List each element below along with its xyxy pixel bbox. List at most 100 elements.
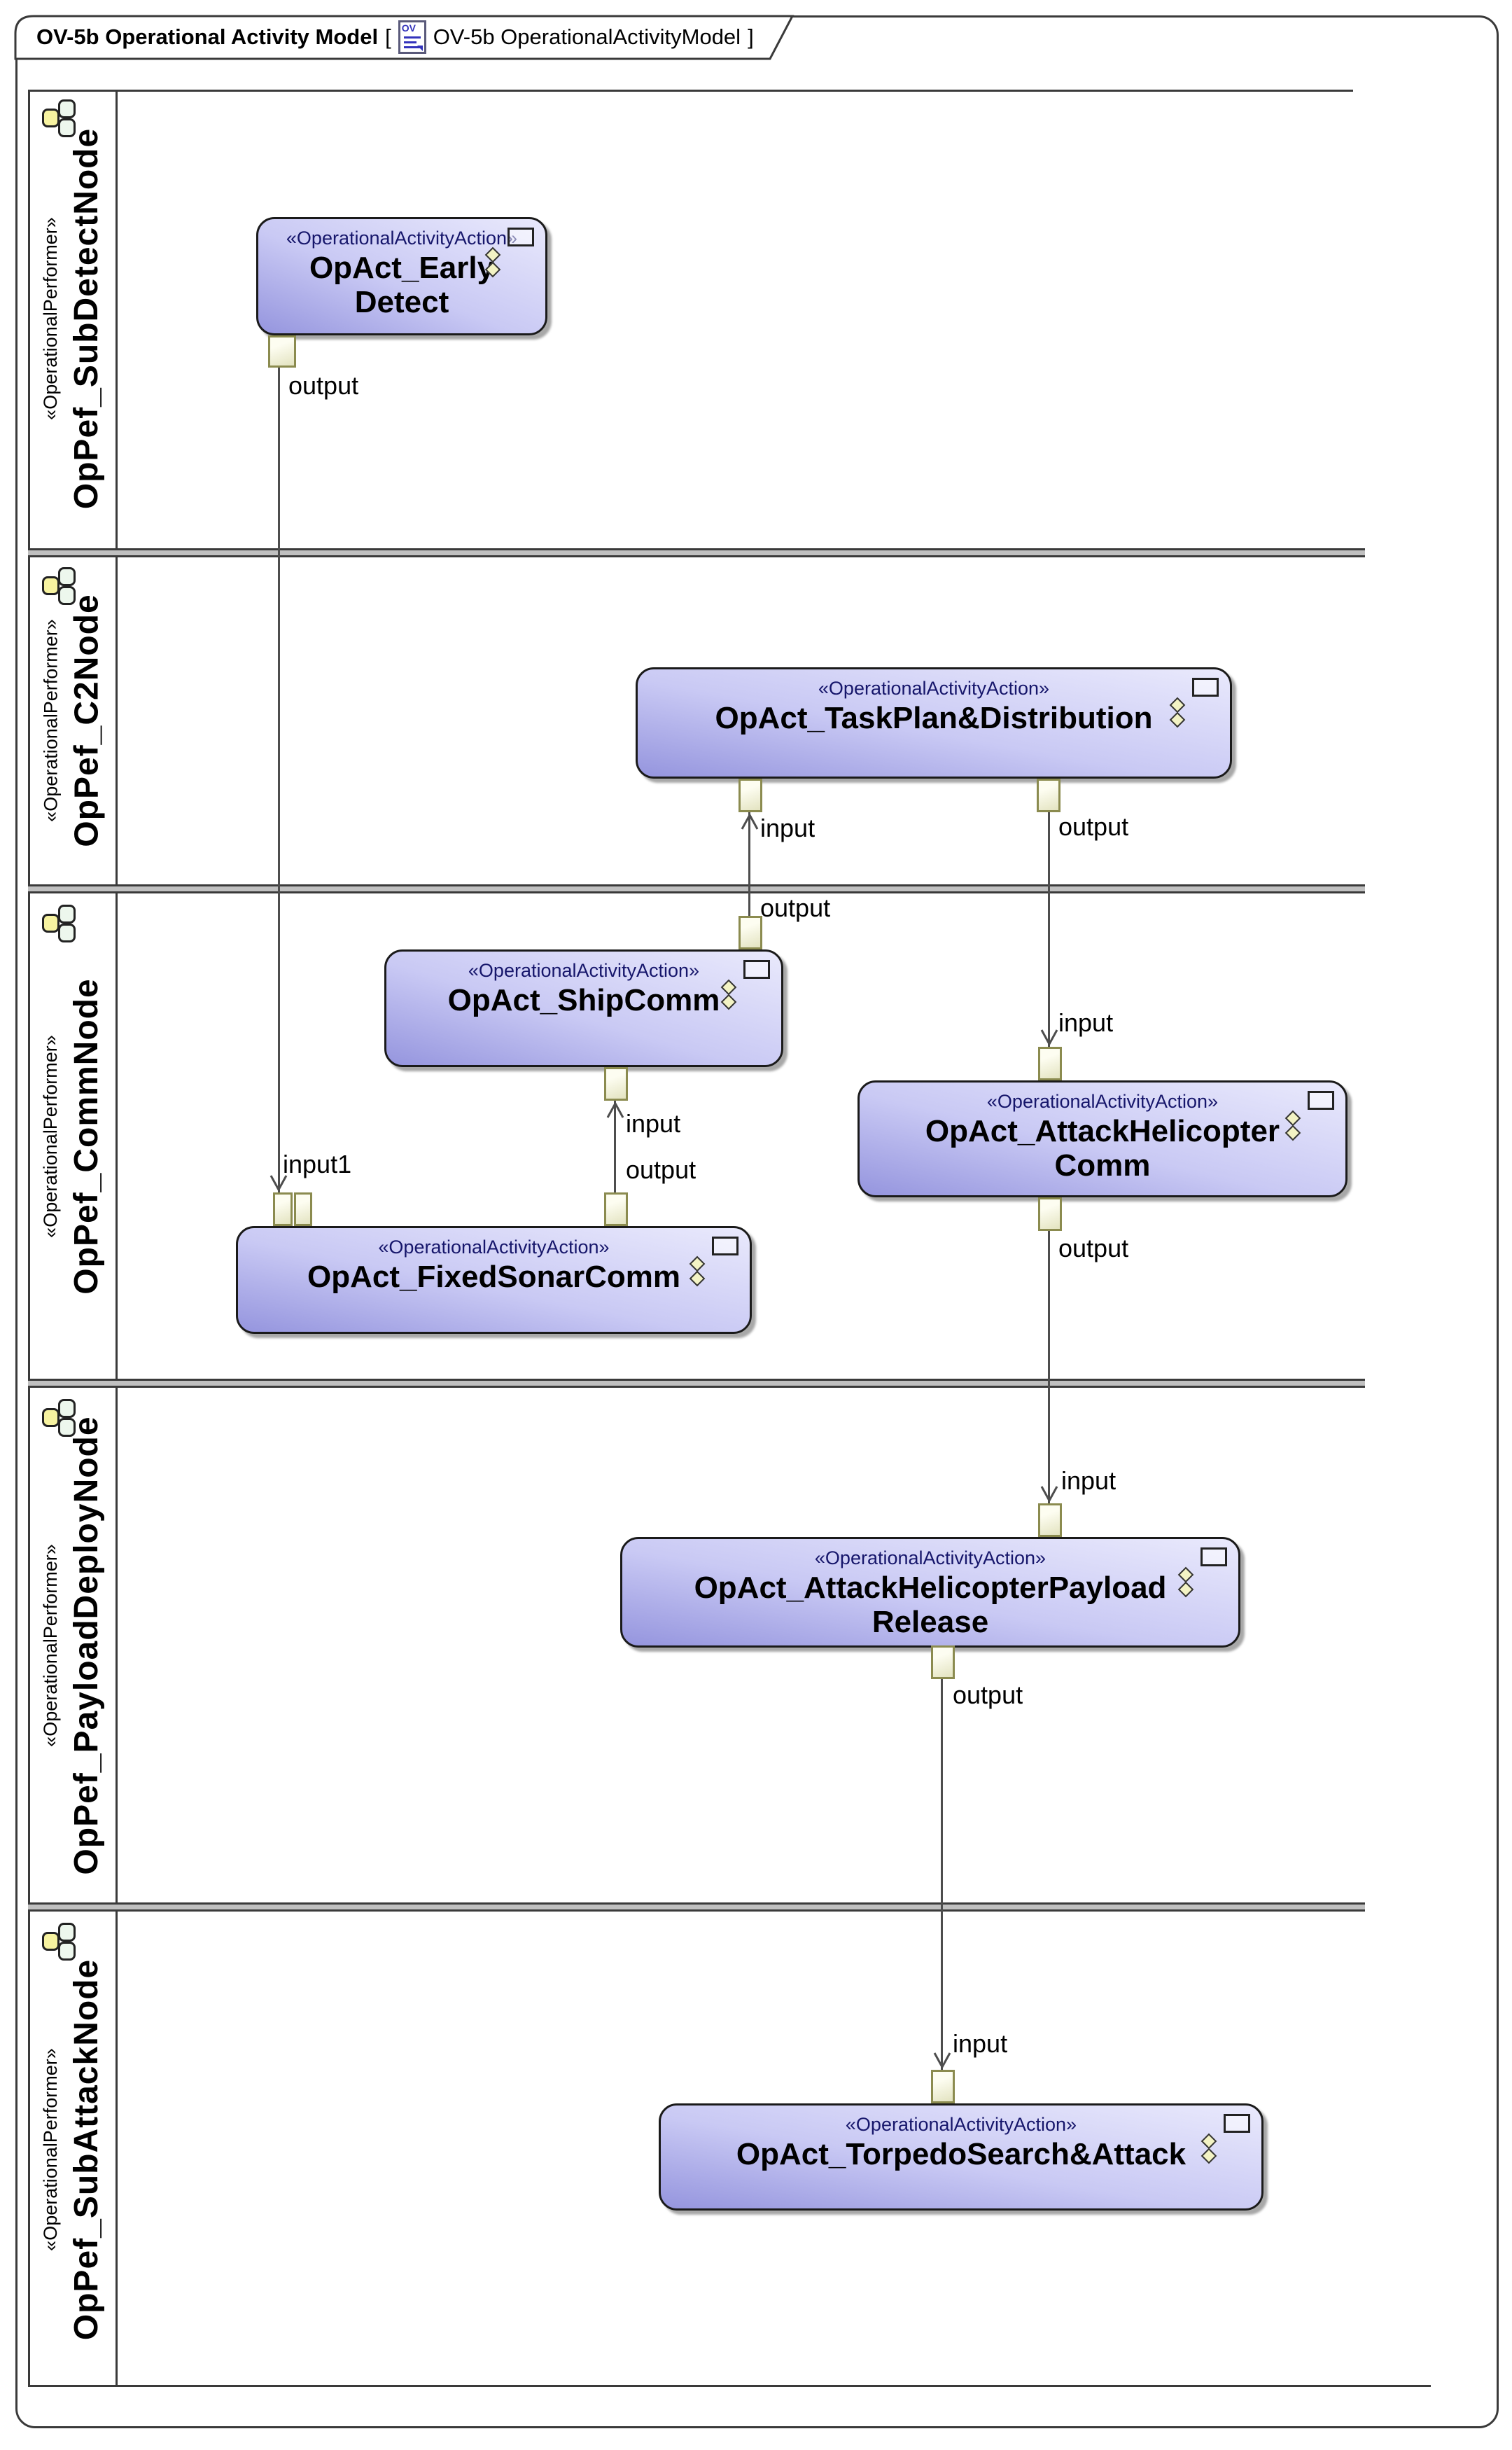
navigation-diamonds-icon (688, 1255, 708, 1290)
node-name: OpAct_Early Detect (309, 251, 495, 320)
pin-helicoptercomm-output[interactable] (1038, 1197, 1062, 1231)
lane-name: OpPef_C2Node (68, 594, 106, 847)
pin-shipcomm-output[interactable] (738, 916, 762, 949)
performer-icon (42, 1923, 80, 1963)
flow-earlydetect-to-fixedsonar[interactable] (278, 368, 280, 1192)
lane-separator[interactable] (28, 884, 1365, 893)
pin-helicoptercomm-input[interactable] (1038, 1047, 1062, 1080)
performer-icon (42, 99, 80, 140)
node-opact-attackhelicoptercomm[interactable]: «OperationalActivityAction» OpAct_Attack… (858, 1080, 1348, 1197)
flow-shipcomm-to-taskplan[interactable] (748, 812, 750, 916)
diagram-frame (15, 15, 1499, 2428)
pin-label[interactable]: output (1058, 1234, 1129, 1262)
node-opact-earlydetect[interactable]: «OperationalActivityAction» OpAct_Early … (256, 217, 547, 335)
pin-label[interactable]: input1 (283, 1150, 352, 1178)
pin-label[interactable]: output (1058, 812, 1129, 841)
lane-stereotype: «OperationalPerformer» (40, 2048, 61, 2251)
rake-indicator-icon (1308, 1091, 1334, 1110)
arrowhead-down (933, 2052, 951, 2068)
pin-shipcomm-input[interactable] (604, 1067, 628, 1101)
lane-header-subattacknode[interactable]: «OperationalPerformer» OpPef_SubAttackNo… (30, 1916, 115, 2383)
lane-top-border (28, 90, 1353, 92)
pin-label[interactable]: input (626, 1109, 681, 1138)
node-stereotype: «OperationalActivityAction» (286, 228, 518, 249)
flow-payloadrelease-to-torpedo[interactable] (941, 1679, 943, 2070)
lane-separator[interactable] (28, 1379, 1365, 1388)
pin-fixedsonar-input1b[interactable] (294, 1192, 312, 1226)
lane-header-divider (115, 90, 118, 2387)
node-name: OpAct_AttackHelicopter Comm (925, 1114, 1280, 1183)
lane-stereotype: «OperationalPerformer» (40, 619, 62, 822)
pin-label[interactable]: input (1058, 1008, 1114, 1037)
navigation-diamonds-icon (1177, 1566, 1196, 1601)
rake-indicator-icon (1200, 1547, 1227, 1566)
arrowhead-down (270, 1175, 288, 1191)
pin-label[interactable]: input (760, 814, 816, 842)
pin-label[interactable]: output (288, 371, 359, 400)
pin-label[interactable]: output (760, 893, 831, 922)
lane-bottom-border (28, 2385, 1431, 2387)
lane-separator[interactable] (28, 548, 1365, 557)
node-opact-attackhelicopterpayloadrelease[interactable]: «OperationalActivityAction» OpAct_Attack… (620, 1537, 1240, 1648)
node-name: OpAct_AttackHelicopterPayload Release (694, 1571, 1167, 1640)
pin-label[interactable]: input (953, 2029, 1008, 2058)
bracket-open: [ (385, 25, 391, 49)
pin-earlydetect-output[interactable] (268, 335, 296, 368)
node-opact-torpedosearch-attack[interactable]: «OperationalActivityAction» OpAct_Torped… (659, 2103, 1264, 2211)
lane-stereotype: «OperationalPerformer» (40, 217, 61, 420)
pin-label[interactable]: output (626, 1155, 696, 1184)
pin-fixedsonar-input1[interactable] (273, 1192, 293, 1226)
arrowhead-down (1040, 1486, 1058, 1502)
arrowhead-up (606, 1102, 624, 1118)
lane-name: OpPef_PayloadDeployNode (68, 1416, 105, 1875)
pin-payloadrelease-input[interactable] (1038, 1503, 1062, 1537)
lane-separator[interactable] (28, 1902, 1365, 1912)
node-stereotype: «OperationalActivityAction» (814, 1547, 1046, 1568)
lane-header-c2node[interactable]: «OperationalPerformer» OpPef_C2Node (31, 561, 116, 881)
node-stereotype: «OperationalActivityAction» (818, 678, 1050, 699)
node-stereotype: «OperationalActivityAction» (986, 1091, 1219, 1112)
node-stereotype: «OperationalActivityAction» (468, 960, 700, 981)
diagram-title-bar[interactable]: OV-5b Operational Activity Model [ OV OV… (36, 20, 754, 54)
lane-header-commnode[interactable]: «OperationalPerformer» OpPef_CommNode (30, 898, 115, 1375)
navigation-diamonds-icon (1168, 697, 1188, 731)
pin-payloadrelease-output[interactable] (931, 1645, 955, 1679)
node-opact-taskplan-distribution[interactable]: «OperationalActivityAction» OpAct_TaskPl… (636, 667, 1232, 779)
node-name: OpAct_FixedSonarComm (307, 1260, 680, 1294)
lane-stereotype: «OperationalPerformer» (40, 1035, 61, 1238)
lane-name: OpPef_SubAttackNode (68, 1958, 105, 2341)
node-name: OpAct_ShipComm (447, 983, 720, 1017)
rake-indicator-icon (712, 1237, 738, 1255)
diagram-ref: OV-5b OperationalActivityModel (433, 25, 741, 49)
lane-left-border (28, 90, 30, 2387)
flow-fixedsonar-to-shipcomm[interactable] (614, 1101, 616, 1192)
flow-helicoptercomm-to-payloadrelease[interactable] (1048, 1231, 1050, 1503)
pin-label[interactable]: input (1061, 1466, 1116, 1495)
node-opact-shipcomm[interactable]: «OperationalActivityAction» OpAct_ShipCo… (384, 949, 783, 1067)
pin-label[interactable]: output (953, 1680, 1023, 1709)
lane-header-subdetectnode[interactable]: «OperationalPerformer» OpPef_SubDetectNo… (30, 93, 115, 544)
node-stereotype: «OperationalActivityAction» (845, 2114, 1077, 2135)
navigation-diamonds-icon (1200, 2133, 1219, 2167)
flow-taskplan-to-helicoptercomm[interactable] (1048, 812, 1050, 1047)
pin-taskplan-input[interactable] (738, 779, 762, 812)
rake-indicator-icon (1224, 2114, 1250, 2133)
pin-taskplan-output[interactable] (1037, 779, 1060, 812)
rake-indicator-icon (1192, 678, 1219, 697)
ov-diagram-icon: OV (398, 20, 426, 54)
performer-icon (42, 1399, 80, 1440)
lane-header-payloaddeploynode[interactable]: «OperationalPerformer» OpPef_PayloadDepl… (30, 1392, 115, 1899)
lane-name: OpPef_CommNode (68, 978, 105, 1295)
node-name: OpAct_TaskPlan&Distribution (715, 701, 1153, 735)
pin-torpedo-input[interactable] (931, 2070, 955, 2103)
arrowhead-down (1040, 1029, 1058, 1045)
performer-icon (42, 567, 80, 608)
bracket-close: ] (748, 25, 754, 49)
node-opact-fixedsonarcomm[interactable]: «OperationalActivityAction» OpAct_FixedS… (236, 1226, 752, 1334)
navigation-diamonds-icon (720, 979, 739, 1013)
navigation-diamonds-icon (484, 246, 503, 281)
navigation-diamonds-icon (1284, 1110, 1303, 1144)
performer-icon (42, 905, 80, 945)
pin-fixedsonar-output[interactable] (604, 1192, 628, 1226)
